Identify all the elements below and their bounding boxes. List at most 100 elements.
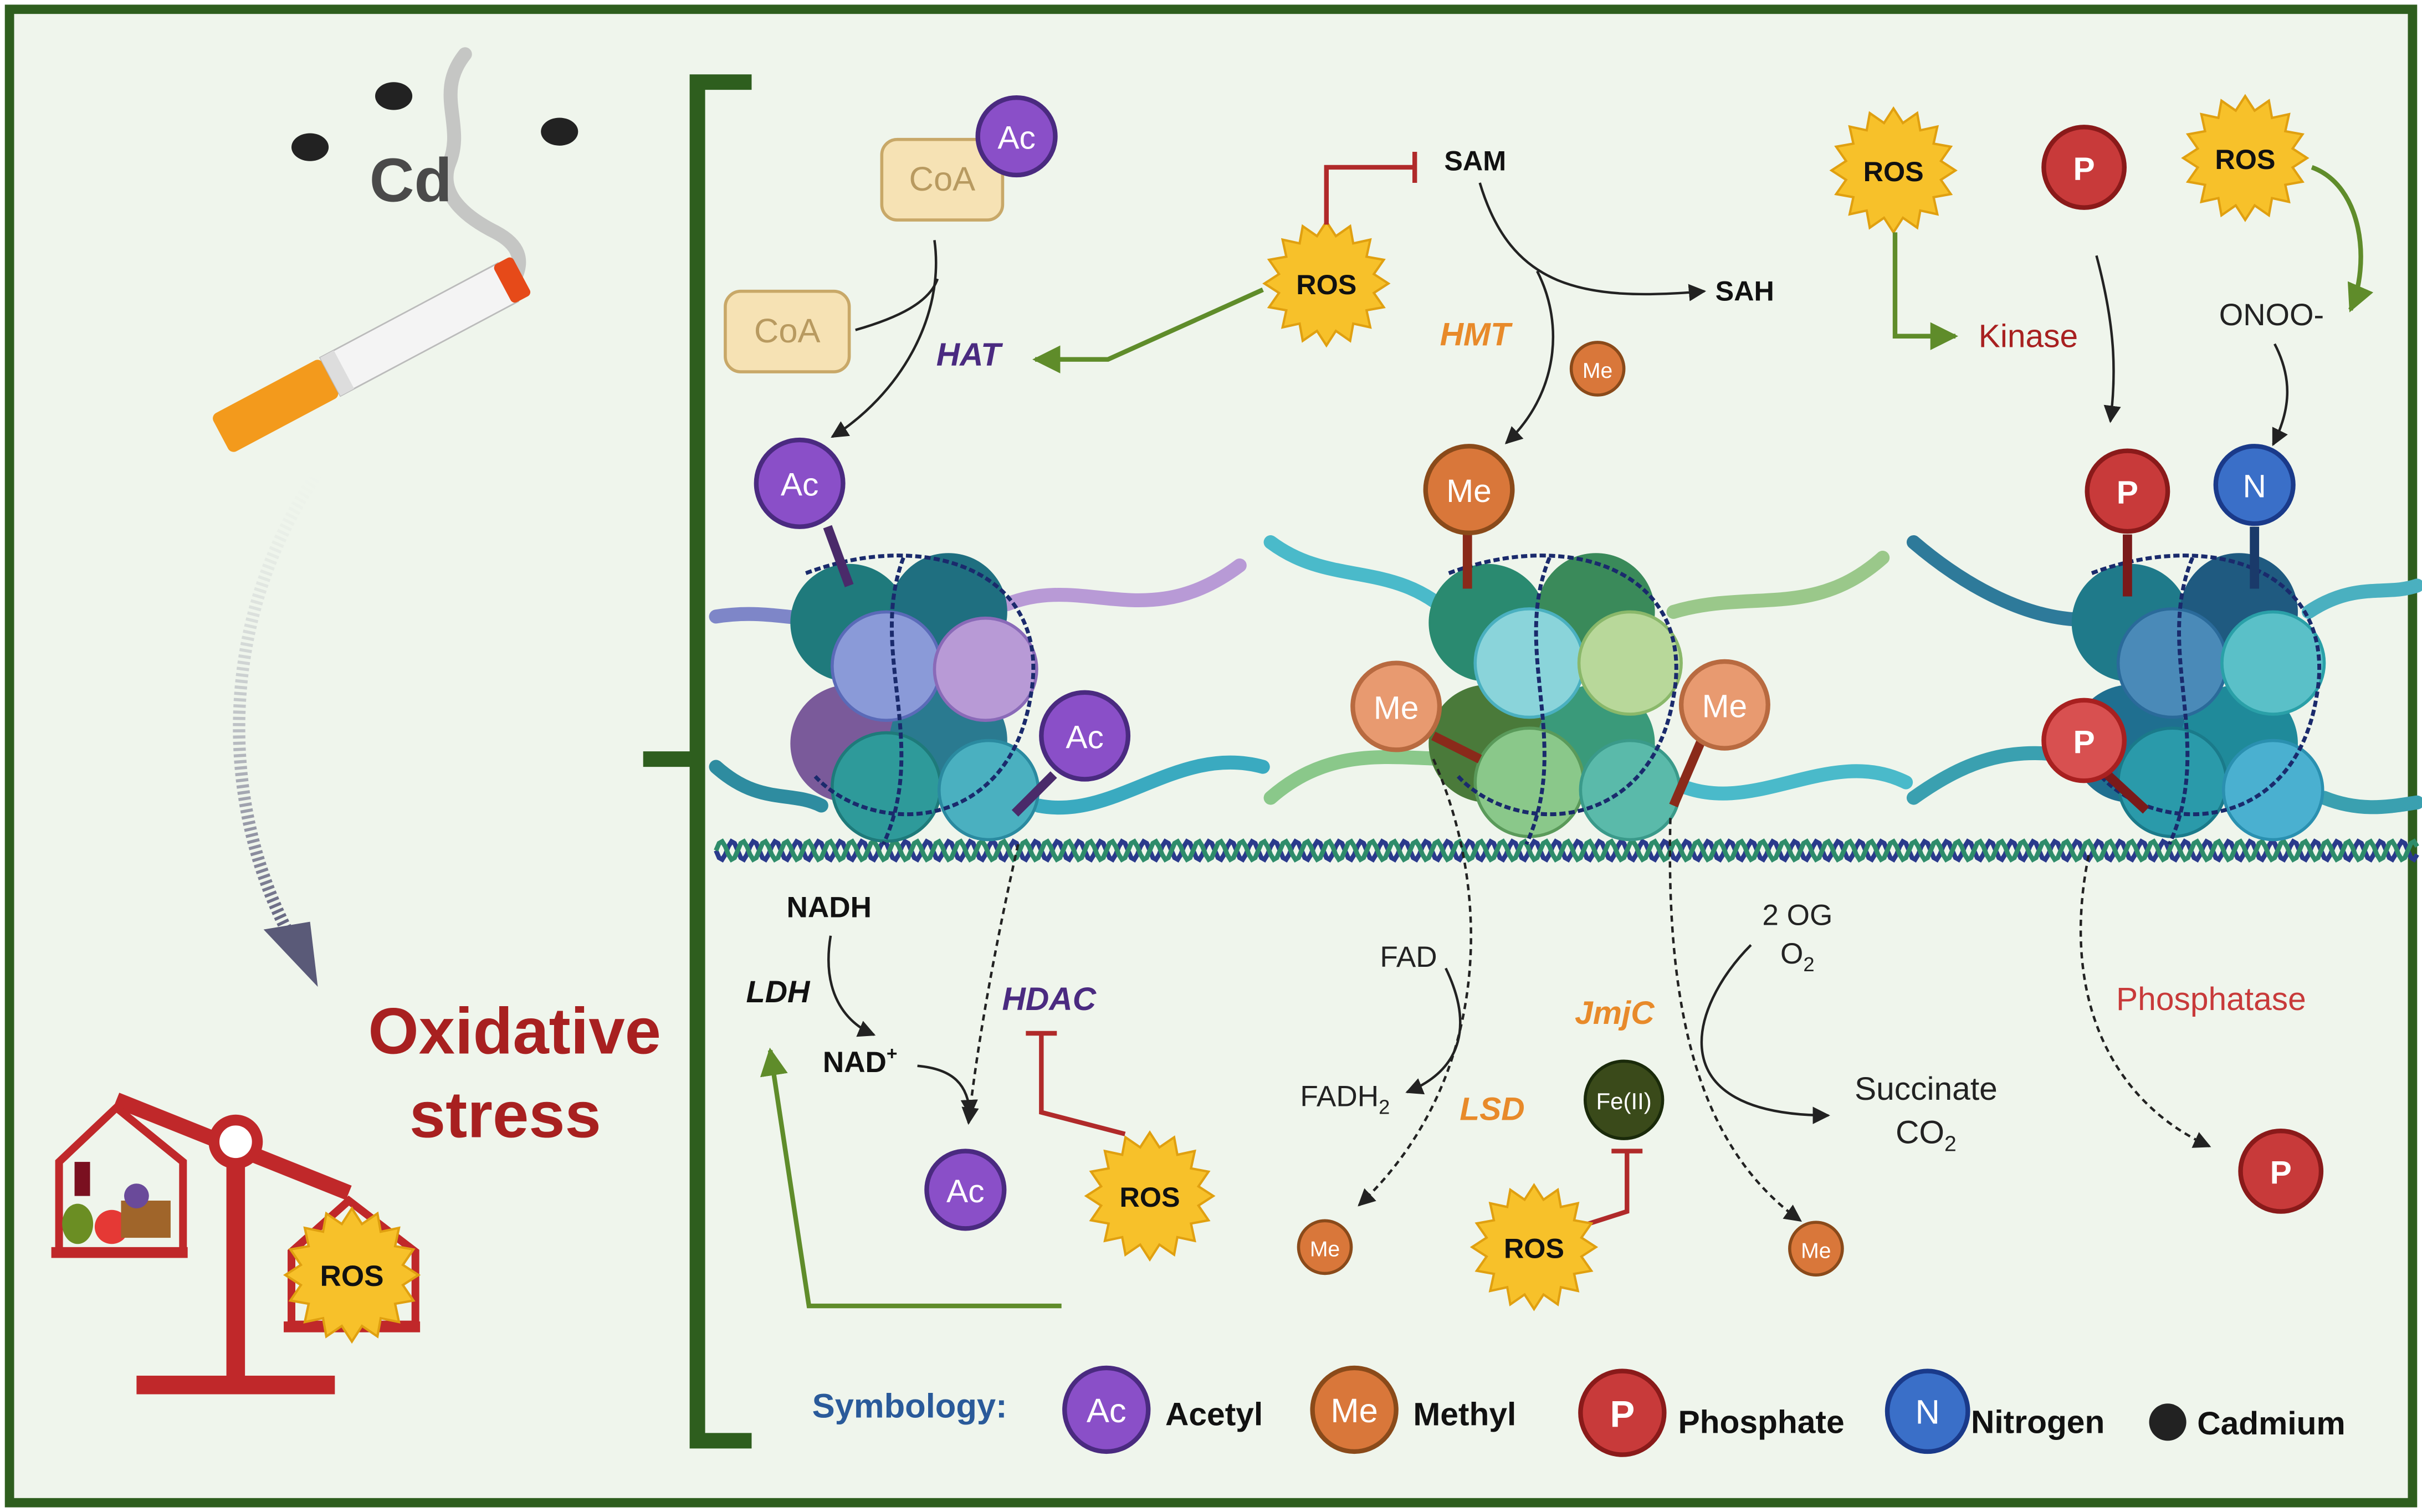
legend-phosphate-label: Phosphate (1678, 1404, 1845, 1440)
fad-reduction-arrow (1405, 967, 1462, 1095)
methyl-left-icon (1350, 660, 1442, 752)
co2-label: CO2 (1896, 1115, 1957, 1156)
coa-acetyl-box (880, 137, 1005, 222)
iron-cofactor-icon (1583, 1059, 1665, 1140)
onoo-label: ONOO- (2219, 297, 2324, 332)
cd-label: Cd (370, 145, 452, 214)
acetyl-on-core-icon (1039, 690, 1131, 782)
nitrogen-on-tail-label: N (2242, 469, 2266, 505)
phosphate-group-label: P (2073, 151, 2095, 187)
cadmium-dot (541, 117, 578, 146)
ros-burst-jmjc: ROS (1469, 1183, 1599, 1311)
cadmium-dot (291, 133, 329, 161)
lsd-label: LSD (1460, 1091, 1524, 1127)
acetyl-stalk (1011, 771, 1057, 817)
jmjc-reaction-arrow (1700, 944, 1830, 1124)
jmjc-demethylation-arrow (1668, 818, 1802, 1222)
legend-nitrogen-label: Nitrogen (1971, 1404, 2104, 1440)
methyl-released-left-label: Me (1310, 1238, 1340, 1262)
phosphate-on-core-label: P (2073, 724, 2095, 760)
deacetylation-arrow (961, 844, 1020, 1125)
lsd-demethylation-arrow (1358, 758, 1472, 1207)
legend-acetyl-glyph: Ac (1087, 1392, 1126, 1430)
jmjc-label: JmjC (1575, 995, 1655, 1031)
acetyl-group-label: Ac (997, 120, 1036, 156)
methyl-released-right-label: Me (1801, 1239, 1831, 1263)
methyl-right-label: Me (1702, 689, 1748, 725)
balance-scale-icon (51, 1093, 421, 1395)
methyl-released-right-icon (1788, 1221, 1844, 1277)
ros-label: ROS (1504, 1232, 1564, 1264)
fad-label: FAD (1380, 941, 1437, 973)
legend-phosphate-glyph: P (1610, 1393, 1635, 1435)
nucleosome-acetylation (709, 553, 1270, 845)
acetyl-transfer-arrow (831, 240, 938, 438)
ldh-label: LDH (746, 974, 811, 1009)
methyl-free-label: Me (1583, 359, 1612, 383)
ros-to-onoo-arrow (2311, 165, 2374, 312)
ros-label: ROS (2215, 143, 2275, 175)
legend-nitrogen-glyph: N (1915, 1393, 1939, 1432)
iron-cofactor-label: Fe(II) (1596, 1088, 1652, 1114)
cigarette-icon (213, 257, 531, 452)
sah-label: SAH (1716, 275, 1774, 306)
progression-arrow (233, 469, 323, 949)
nadh-conversion-arrow (827, 935, 876, 1037)
ros-activates-ldh-arrow (760, 1047, 1062, 1309)
stress-label: stress (409, 1078, 601, 1151)
methyl-top-icon (1423, 444, 1515, 536)
oxidative-label: Oxidative (368, 995, 661, 1067)
ros-label: ROS (1296, 269, 1356, 300)
o2-label: O2 (1780, 937, 1815, 976)
nucleosome-methylation (1263, 535, 1913, 845)
acetyl-on-core-label: Ac (1066, 720, 1104, 756)
coa-acetyl-label: CoA (909, 160, 976, 198)
nitrogen-on-tail-icon (2213, 444, 2296, 526)
legend-methyl-icon (1310, 1365, 1399, 1454)
phosphate-on-tail-icon (2085, 448, 2170, 534)
legend-cadmium-icon (2149, 1403, 2187, 1441)
legend: Symbology: Ac Acetyl Me Methyl P Phospha… (812, 1365, 2346, 1457)
ros-burst-scale: ROS (283, 1206, 421, 1344)
methyl-right-icon (1678, 659, 1770, 751)
ros-inhibits-hdac-line (1039, 1034, 1126, 1136)
methyl-stalk (1669, 739, 1706, 808)
legend-acetyl-label: Acetyl (1165, 1396, 1263, 1432)
acetyl-stalk (823, 525, 854, 587)
cadmium-dots (291, 82, 578, 161)
smoke-icon (439, 47, 526, 286)
phosphate-group-icon (2041, 125, 2127, 210)
nadh-label: NADH (787, 891, 872, 924)
coa-release-line (855, 278, 939, 331)
ros-inhibits-sam-line (1324, 165, 1414, 225)
legend-methyl-label: Methyl (1413, 1396, 1516, 1432)
nad-plus-label: NAD+ (823, 1044, 898, 1079)
legend-phosphate-icon (1578, 1369, 1667, 1457)
coa-free-box (724, 289, 851, 373)
nucleosome-phosphorylation (1906, 535, 2422, 845)
acetyl-group-icon (975, 95, 1058, 178)
ros-burst-kinase: ROS (1829, 106, 1958, 235)
ros-burst-onoo: ROS (2181, 94, 2310, 222)
legend-acetyl-icon (1062, 1365, 1151, 1454)
methyl-released-left-icon (1297, 1219, 1353, 1275)
sam-label: SAM (1444, 145, 1506, 177)
phosphorylation-arrow (2095, 255, 2121, 423)
phosphate-released-label: P (2270, 1155, 2292, 1191)
coa-free-label: CoA (754, 312, 821, 350)
methyl-transfer-arrow (1504, 270, 1554, 444)
phosphate-released-icon (2238, 1128, 2324, 1214)
legend-methyl-glyph: Me (1330, 1392, 1378, 1430)
succinate-label: Succinate (1855, 1071, 1998, 1107)
legend-nitrogen-icon (1885, 1369, 1970, 1454)
acetyl-released-label: Ac (946, 1173, 985, 1209)
hdac-label: HDAC (1002, 981, 1097, 1017)
ros-inhibits-jmjc-line (1588, 1152, 1630, 1226)
ros-burst-hat: ROS (1262, 219, 1391, 348)
legend-title: Symbology: (812, 1387, 1007, 1425)
hmt-label: HMT (1440, 317, 1513, 353)
acetyl-on-tail-icon (754, 437, 846, 529)
kinase-label: Kinase (1979, 318, 2078, 354)
sam-to-sah-arrow (1478, 182, 1707, 301)
